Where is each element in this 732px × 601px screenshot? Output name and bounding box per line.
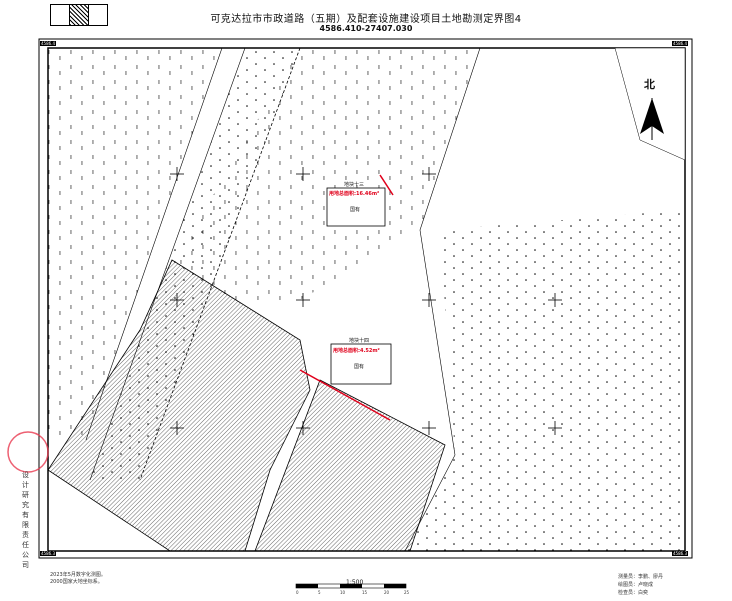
sheet-number: 4586.410-27407.030 [319,24,413,33]
parcel-13-area: 用地总面积:16.46m² [329,191,380,197]
scale-tick: 5 [318,590,321,595]
vegetation-area-left [48,48,222,440]
outer-frame [38,38,693,559]
surveyor-line: 测量员：李鹏、廖丹 [618,574,664,580]
scale-tick: 15 [362,590,368,595]
grass-area-right [405,210,685,551]
parcel-label-box-13 [326,187,386,227]
parcel-14-area: 用地总面积:4.52m² [333,348,380,354]
red-boundary-line-13 [379,174,394,196]
official-stamp-icon [7,431,49,473]
drafter-line: 绘图员：卢晓成 [618,582,654,588]
road-centre-line [139,48,301,481]
scale-bar [295,583,407,589]
legend-cell [51,5,70,25]
corner-label-bottom-right: 4586.3 [672,551,688,556]
legend-box [50,4,108,26]
legend-hatch-cell [70,5,89,25]
parcel-13-name: 地块十三 [344,182,365,188]
corner-label-bottom-left: 4586.3 [40,551,56,556]
parcel-13-class: 国有 [350,207,361,213]
parcel-14-class: 国有 [354,364,365,370]
parcel-14-name: 地块十四 [349,338,370,344]
boundary-line [404,48,481,551]
boundary-line [89,48,246,481]
corner-label-top-left: 4586.4 [40,41,56,46]
red-boundary-line-14 [299,369,391,421]
hatched-parcel-left [48,260,310,551]
scale-tick: 25 [404,590,410,595]
map-title: 可克达拉市市政道路（五期）及配套设施建设项目土地勘测定界图4 [210,14,522,25]
grid-crosses [170,167,562,435]
parcel-label-box-14 [330,343,392,385]
scale-tick: 10 [340,590,346,595]
parcel-outline [254,379,446,551]
scale-tick: 0 [296,590,299,595]
scale-label: 1:500 [346,579,364,586]
footer-note: 2023年5月数字化测图。 [50,572,106,578]
north-label: 北 [644,78,655,91]
vegetation-area-centre [175,48,480,300]
stamp-text: 设计研究有限责任公司 [22,471,29,569]
corner-label-top-right: 4586.4 [672,41,688,46]
boundary-line [85,48,223,441]
parcel-outline [48,259,311,551]
signatures-block: 测量员：李鹏、廖丹 绘图员：卢晓成 检查员：白奕 [618,573,663,597]
footer-note: 2000国家大地坐标系。 [50,579,103,585]
scale-tick: 20 [384,590,390,595]
checker-line: 检查员：白奕 [618,590,649,596]
north-arrow-icon [640,98,664,140]
footer-notes: 2023年5月数字化测图。 2000国家大地坐标系。 [50,572,106,586]
hatched-parcel-right [255,380,445,551]
